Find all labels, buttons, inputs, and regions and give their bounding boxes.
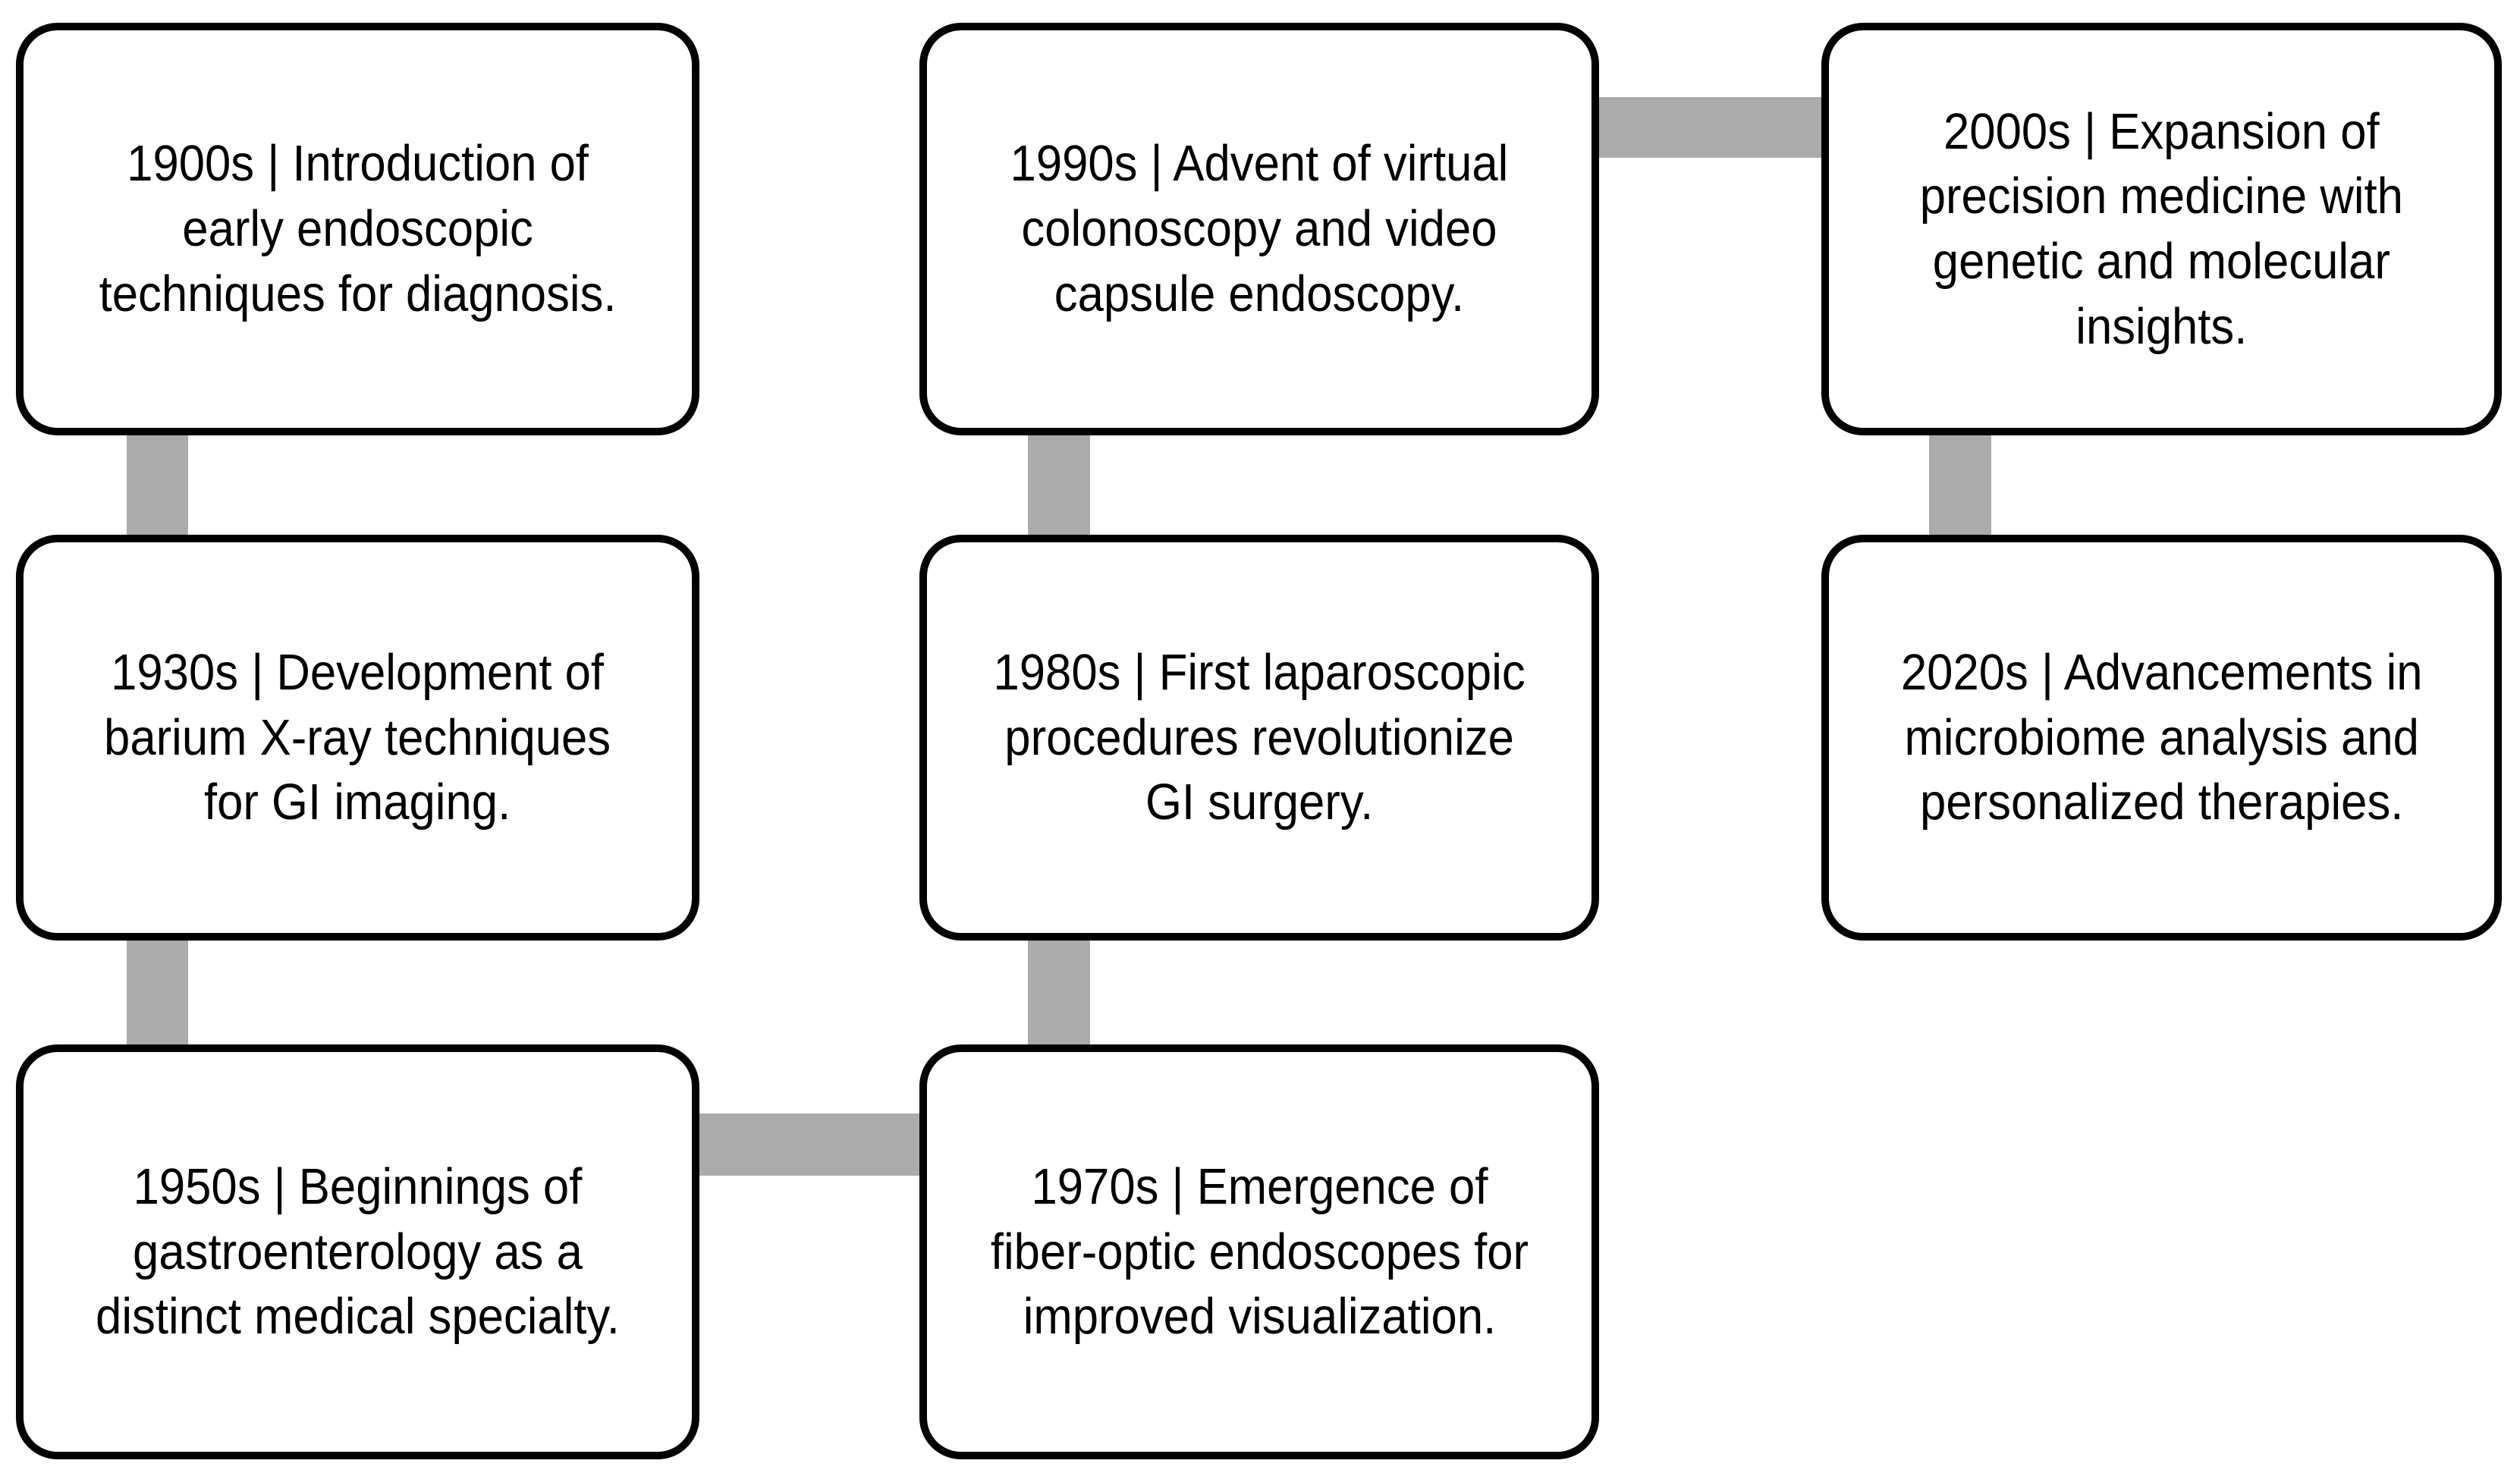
timeline-box-2000s-label: 2000s | Expansion of precision medicine … — [1919, 102, 2404, 355]
timeline-box-1990s: 1990s | Advent of virtual colonoscopy an… — [919, 23, 1599, 435]
timeline-box-1930s: 1930s | Development of barium X-ray tech… — [16, 535, 699, 941]
timeline-box-1990s-label: 1990s | Advent of virtual colonoscopy an… — [1010, 135, 1509, 322]
connector-2000s-2020s — [1929, 425, 1991, 546]
timeline-box-1950s-label: 1950s | Beginnings of gastroenterology a… — [96, 1157, 620, 1346]
timeline-box-1980s: 1980s | First laparoscopic procedures re… — [919, 535, 1599, 941]
timeline-box-1970s: 1970s | Emergence of fiber-optic endosco… — [919, 1044, 1599, 1459]
timeline-box-1980s-label: 1980s | First laparoscopic procedures re… — [993, 643, 1526, 831]
connector-1990s-2000s — [1585, 97, 1836, 158]
connector-1950s-1970s — [683, 1113, 933, 1176]
timeline-box-2020s-label: 2020s | Advancements in microbiome analy… — [1900, 643, 2423, 831]
connector-1900s-1930s — [127, 425, 188, 546]
timeline-box-1900s-label: 1900s | Introduction of early endoscopic… — [99, 135, 617, 322]
timeline-box-1930s-label: 1930s | Development of barium X-ray tech… — [104, 643, 611, 831]
timeline-box-2020s: 2020s | Advancements in microbiome analy… — [1821, 535, 2502, 941]
timeline-box-2000s: 2000s | Expansion of precision medicine … — [1821, 23, 2502, 435]
timeline-box-1970s-label: 1970s | Emergence of fiber-optic endosco… — [990, 1157, 1529, 1346]
timeline-box-1950s: 1950s | Beginnings of gastroenterology a… — [16, 1044, 699, 1459]
timeline-box-1900s: 1900s | Introduction of early endoscopic… — [16, 23, 699, 435]
connector-1980s-1990s — [1028, 425, 1090, 546]
connector-1930s-1950s — [127, 933, 188, 1054]
connector-1970s-1980s — [1028, 933, 1090, 1054]
